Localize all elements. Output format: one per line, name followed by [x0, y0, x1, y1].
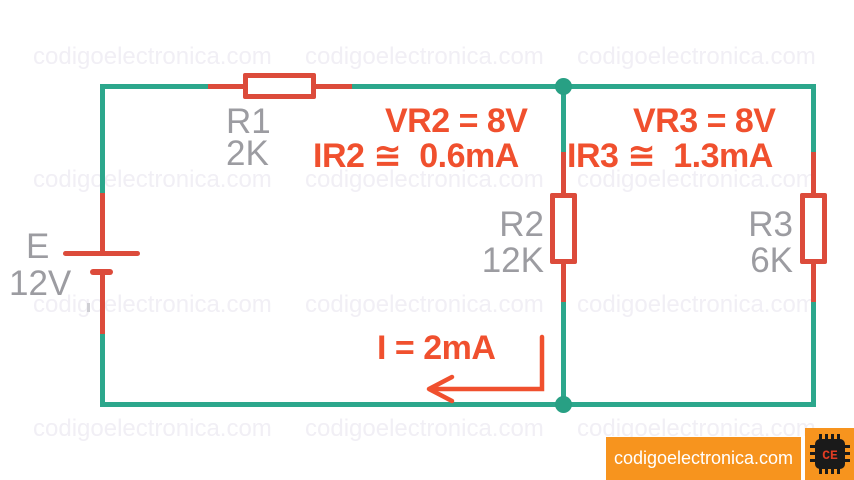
annotation-ir3: IR3 ≅ 1.3mA [567, 137, 773, 175]
watermark-text: codigoelectronica.com [305, 415, 544, 442]
label-source-value: 12V [9, 264, 72, 303]
r2-lead-top [561, 152, 566, 197]
r1-lead-left [208, 84, 245, 89]
annotation-total-current: I = 2mA [377, 329, 496, 367]
battery-lead-top [100, 193, 105, 253]
wire-right-upper [811, 84, 816, 154]
footer-site-banner: codigoelectronica.com [606, 437, 801, 480]
label-source-name: E [26, 227, 50, 266]
annotation-vr2: VR2 = 8V [385, 102, 528, 140]
watermark-text: codigoelectronica.com [305, 291, 544, 318]
resistor-r2-body [550, 193, 577, 264]
footer-site-text: codigoelectronica.com [613, 448, 794, 468]
junction-dot-bottom [555, 396, 572, 413]
wire-left-lower [100, 332, 105, 407]
watermark-text: codigoelectronica.com [305, 43, 544, 70]
battery-short-plate [90, 269, 113, 275]
r3-lead-top [811, 152, 816, 197]
watermark-text: codigoelectronica.com [577, 166, 816, 193]
junction-dot-top [555, 78, 572, 95]
resistor-r3-body [800, 193, 827, 264]
r2-lead-bottom [561, 262, 566, 302]
chip-logo-text: CE [822, 448, 838, 463]
label-r3-name: R3 [748, 205, 793, 244]
watermark-text: codigoelectronica.com [577, 291, 816, 318]
battery-long-plate [63, 251, 140, 256]
site-logo: CE [805, 428, 854, 480]
watermark-text: codigoelectronica.com [305, 166, 544, 193]
wire-middle-upper [561, 84, 566, 154]
current-arrow-icon [426, 334, 545, 404]
annotation-vr3: VR3 = 8V [633, 102, 776, 140]
chip-icon: CE [809, 434, 850, 474]
wire-top-right [350, 84, 816, 89]
label-r3-value: 6K [750, 241, 793, 280]
watermark-text: codigoelectronica.com [33, 166, 272, 193]
r3-lead-bottom [811, 262, 816, 302]
label-r1-name: R1 [226, 102, 271, 141]
annotation-ir2: IR2 ≅ 0.6mA [313, 137, 519, 175]
resistor-r1-body [243, 73, 316, 99]
label-r2-value: 12K [481, 241, 544, 280]
label-r2-name: R2 [499, 205, 544, 244]
watermark-text: codigoelectronica.com [577, 43, 816, 70]
watermark-text: codigoelectronica.com [33, 415, 272, 442]
label-r1-value: 2K [226, 134, 269, 173]
battery-lead-bottom [100, 274, 105, 334]
wire-bottom [100, 402, 816, 407]
small-tick [87, 303, 90, 312]
r1-lead-right [314, 84, 352, 89]
wire-top-left [100, 84, 210, 89]
wire-middle-lower [561, 300, 566, 407]
watermark-text: codigoelectronica.com [33, 43, 272, 70]
watermark-text: codigoelectronica.com [33, 291, 272, 318]
wire-left-upper [100, 84, 105, 195]
wire-right-lower [811, 300, 816, 407]
